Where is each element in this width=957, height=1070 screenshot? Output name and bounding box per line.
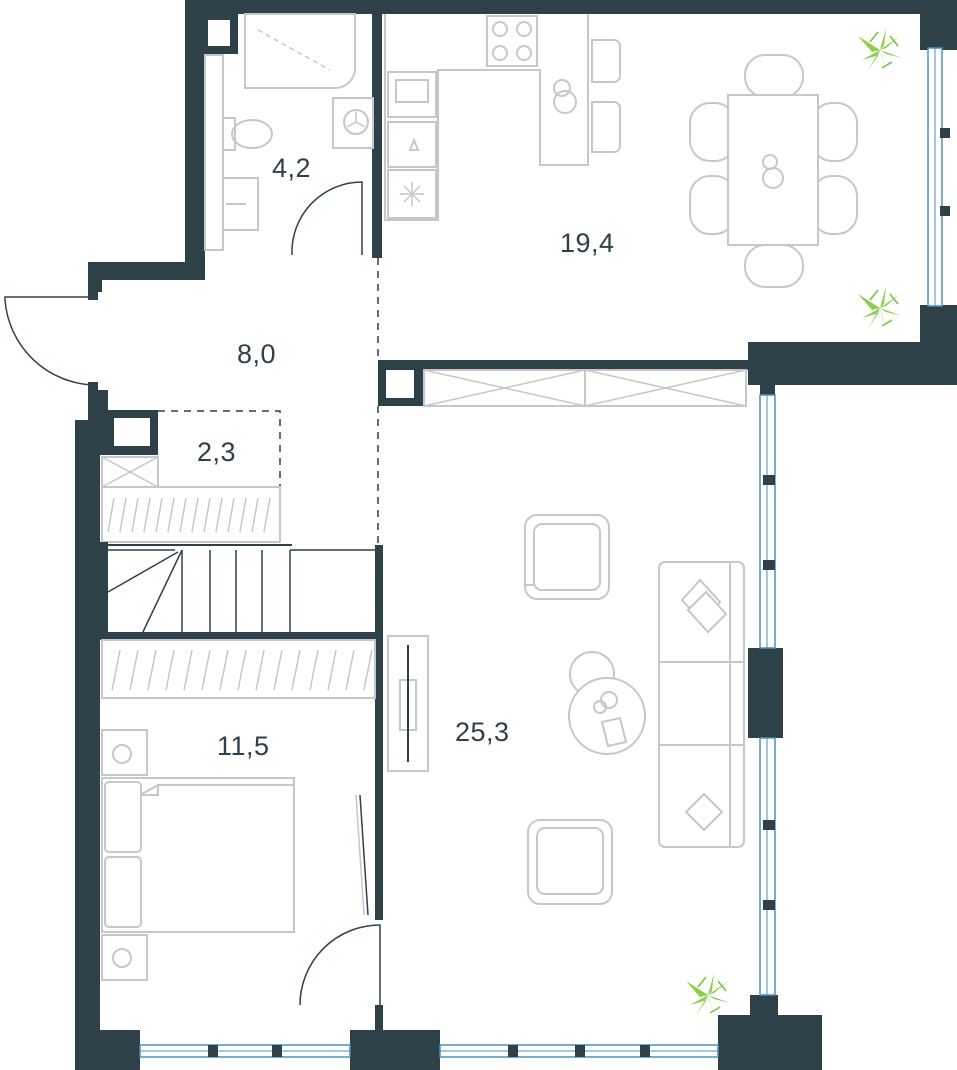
wall-entrance-top <box>88 262 205 280</box>
hall-area-label: 8,0 <box>237 339 277 369</box>
living-fixtures <box>387 514 745 905</box>
armchair-icon <box>527 819 613 905</box>
kitchen-counter <box>384 14 589 221</box>
wall-bath-left <box>185 0 205 270</box>
entrance-door <box>4 296 96 386</box>
bathroom-door <box>291 181 363 256</box>
dishwasher-icon <box>387 121 437 168</box>
wall-bottom-left <box>75 1030 140 1070</box>
wall-stairs-bedroom <box>100 632 380 640</box>
dining-table-icon <box>689 54 858 288</box>
mirror-icon <box>355 794 369 916</box>
wall-bath-right <box>372 0 382 258</box>
wall-kitchen-living <box>378 360 748 370</box>
living-area-label: 25,3 <box>455 717 510 747</box>
hob-icon <box>486 15 538 67</box>
storage-fixtures <box>101 456 281 543</box>
plant-icon <box>858 28 902 72</box>
nightstand-icon <box>101 729 148 776</box>
wall-bottom-mid <box>350 1030 440 1070</box>
wall-top <box>185 0 945 14</box>
bar-vase-icon <box>553 79 577 114</box>
plant-icon <box>858 286 902 330</box>
bed-icon <box>101 777 295 933</box>
wall-kitchen-bottom <box>748 342 957 385</box>
wall-left <box>75 420 100 1070</box>
washing-machine-icon <box>332 97 374 149</box>
plant-icon <box>686 973 730 1017</box>
coffee-table-icon <box>568 651 646 755</box>
bath-shelf <box>204 54 224 251</box>
wall-corner-br <box>750 995 778 1025</box>
wall-bedroom-living <box>375 545 383 920</box>
bathroom-fixtures <box>204 13 374 251</box>
shower-icon <box>244 13 356 90</box>
bathroom-area-label: 4,2 <box>272 153 312 183</box>
tv-icon <box>387 635 429 772</box>
bedroom-fixtures <box>101 639 376 981</box>
stairs-icon <box>100 542 378 635</box>
bar-stools <box>591 39 621 153</box>
wall-entrance-top-left <box>88 262 102 292</box>
partition-storage <box>158 410 281 545</box>
sink-icon <box>222 177 259 231</box>
wardrobe-icon <box>423 369 747 407</box>
nightstand-icon <box>101 934 148 981</box>
wall-kitchen-right-top <box>942 40 957 48</box>
doors <box>4 181 381 1006</box>
sofa-icon <box>658 561 745 848</box>
wall-living-pillar <box>748 648 783 738</box>
windows <box>139 47 950 1058</box>
storage-area-label: 2,3 <box>197 437 237 467</box>
bedroom-area-label: 11,5 <box>217 731 270 761</box>
bedroom-wardrobe-icon <box>101 639 376 699</box>
walls <box>75 0 957 1070</box>
fridge-icon <box>387 169 437 219</box>
toilet-icon <box>222 117 273 151</box>
wall-bedroom-door-jamb <box>375 1005 383 1030</box>
kitchen-area-label: 19,4 <box>560 228 615 258</box>
storage-shelf-icon <box>101 486 281 543</box>
armchair-icon <box>524 514 610 600</box>
kitchen-fixtures <box>384 14 858 288</box>
bedroom-door <box>299 924 381 1006</box>
wall-living-top-right <box>760 370 775 395</box>
kitchen-sink-icon <box>387 71 437 118</box>
